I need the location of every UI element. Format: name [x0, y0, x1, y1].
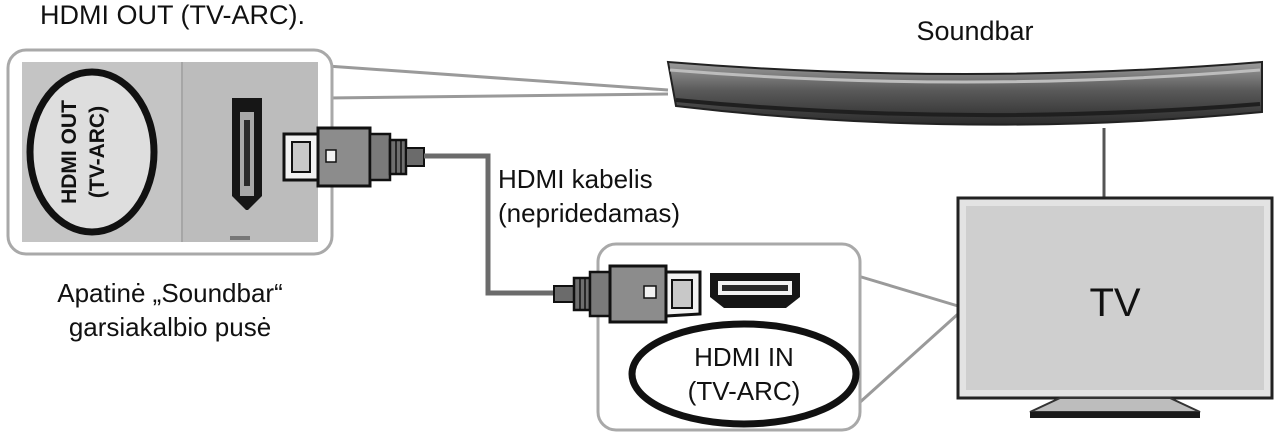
soundbar-bottom-caption-line2: garsiakalbio pusė	[69, 312, 271, 342]
hdmi-out-label-line1: HDMI OUT	[58, 100, 81, 204]
hdmi-plug-tv-side	[553, 264, 702, 324]
soundbar-label: Soundbar	[916, 16, 1033, 46]
hdmi-out-port-icon	[232, 98, 262, 210]
tv-callout-lines	[856, 274, 960, 406]
hdmi-in-port-icon	[710, 273, 800, 308]
tv-label: TV	[1089, 281, 1140, 325]
soundbar-bottom-caption-line1: Apatinė „Soundbar“	[57, 278, 282, 308]
hdmi-out-label-line2: (TV-ARC)	[86, 106, 109, 198]
cable-label-line1: HDMI kabelis	[498, 164, 653, 194]
hdmi-plug-soundbar-side	[282, 126, 425, 188]
hdmi-out-highlight-circle	[26, 68, 158, 236]
tv	[956, 196, 1274, 418]
hdmi-in-highlight-circle	[628, 320, 860, 428]
soundbar-callout-lines	[326, 64, 669, 100]
soundbar	[666, 60, 1263, 126]
cable-label-line2: (nepridedamas)	[498, 198, 680, 228]
hdmi-cable	[424, 153, 554, 296]
hdmi-in-label-line1: HDMI IN	[694, 342, 794, 372]
hdmi-in-label-line2: (TV-ARC)	[688, 376, 801, 406]
instruction-text: HDMI OUT (TV-ARC).	[40, 0, 305, 30]
